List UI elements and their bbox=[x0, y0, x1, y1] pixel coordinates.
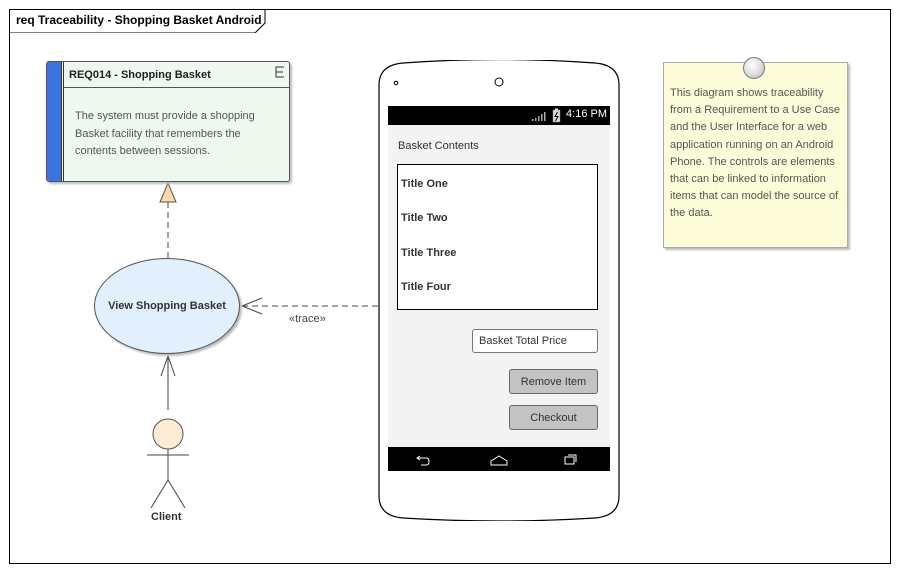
element-icon bbox=[275, 66, 284, 78]
use-case-label: View Shopping Basket bbox=[108, 300, 226, 312]
note[interactable]: This diagram shows traceability from a R… bbox=[663, 62, 848, 248]
list-item[interactable]: Title Two bbox=[401, 212, 448, 224]
phone-screen: 4:16 PM Basket Contents Title One Title … bbox=[388, 106, 610, 471]
back-icon[interactable] bbox=[416, 453, 432, 467]
trace-arrowhead bbox=[240, 297, 263, 315]
diagram-frame bbox=[9, 9, 891, 564]
actor-icon[interactable] bbox=[140, 412, 196, 512]
remove-item-button[interactable]: Remove Item bbox=[509, 369, 598, 394]
recents-icon[interactable] bbox=[564, 453, 578, 466]
basket-list[interactable]: Title One Title Two Title Three Title Fo… bbox=[397, 164, 598, 310]
home-icon[interactable] bbox=[490, 454, 508, 466]
list-item[interactable]: Title Three bbox=[401, 247, 457, 259]
pin-icon bbox=[743, 57, 765, 79]
requirement-header bbox=[64, 62, 289, 88]
basket-total-price-field[interactable]: Basket Total Price bbox=[472, 329, 598, 353]
actor-label: Client bbox=[151, 511, 182, 523]
signal-icon bbox=[532, 112, 546, 121]
realization-arrowhead bbox=[159, 181, 177, 203]
navigation-bar bbox=[388, 447, 610, 471]
requirement-title: REQ014 - Shopping Basket bbox=[69, 69, 211, 81]
requirement-description: The system must provide a shopping Baske… bbox=[75, 110, 255, 157]
trace-label: «trace» bbox=[289, 313, 326, 325]
checkout-button[interactable]: Checkout bbox=[509, 405, 598, 430]
basket-heading: Basket Contents bbox=[398, 140, 479, 152]
requirement-color-bar bbox=[47, 62, 62, 181]
list-item[interactable]: Title One bbox=[401, 178, 448, 190]
note-text: This diagram shows traceability from a R… bbox=[670, 87, 840, 220]
battery-icon bbox=[552, 108, 561, 123]
association-arrowhead bbox=[160, 354, 176, 377]
requirement-element[interactable]: REQ014 - Shopping Basket The system must… bbox=[46, 61, 290, 182]
status-time: 4:16 PM bbox=[566, 108, 607, 120]
use-case-view-shopping-basket[interactable]: View Shopping Basket bbox=[94, 258, 240, 354]
requirement-separator bbox=[63, 62, 64, 181]
status-bar: 4:16 PM bbox=[388, 106, 610, 125]
list-item[interactable]: Title Four bbox=[401, 281, 451, 293]
diagram-title: req Traceability - Shopping Basket Andro… bbox=[16, 13, 262, 27]
frame-tab bbox=[9, 9, 266, 33]
